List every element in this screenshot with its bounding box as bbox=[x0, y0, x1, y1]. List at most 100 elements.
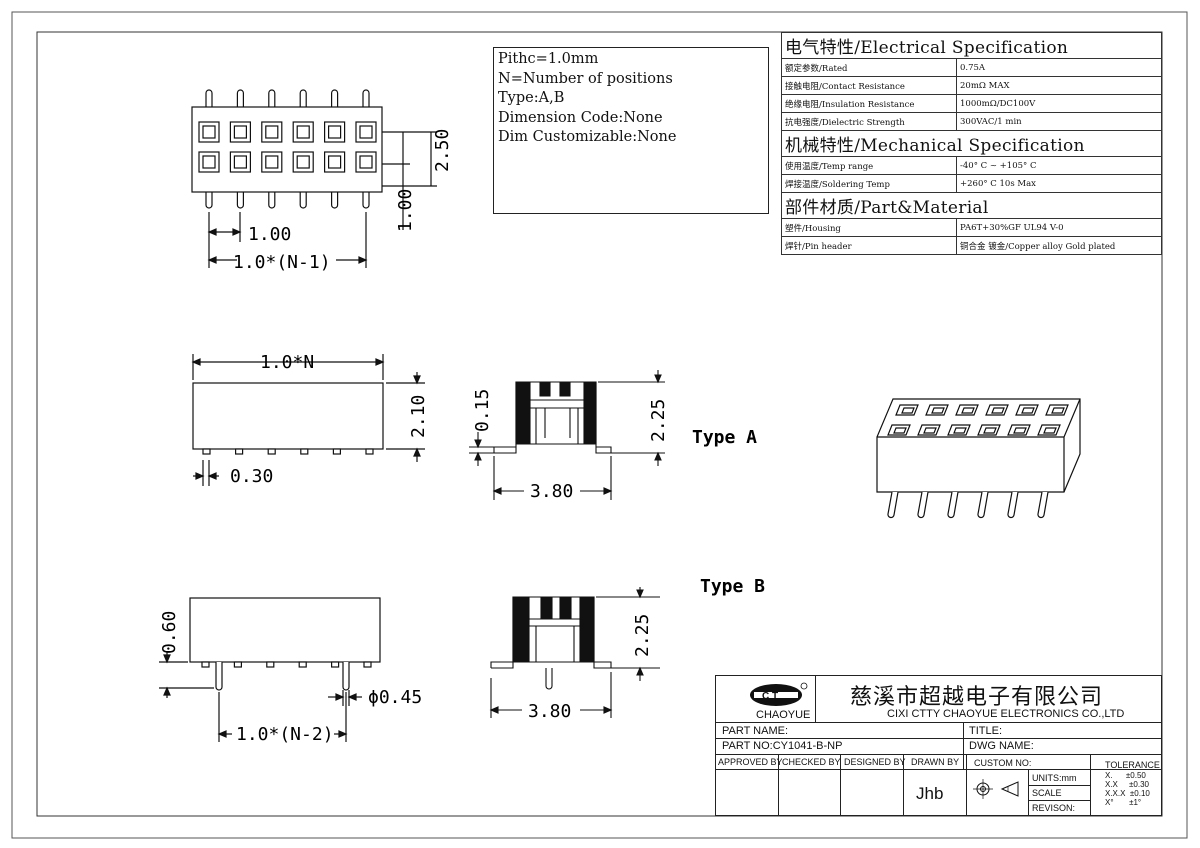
spec-value: 20mΩ MAX bbox=[956, 76, 1162, 95]
note-line: N=Number of positions bbox=[498, 70, 673, 87]
material-title: 部件材质/Part&Material bbox=[781, 192, 1162, 219]
outer-frame bbox=[11, 11, 1188, 839]
pin-foot bbox=[298, 661, 307, 668]
notes-box: Pithc=1.0mm N=Number of positions Type:A… bbox=[493, 47, 769, 214]
dim-a-width: 3.80 bbox=[530, 481, 573, 502]
mechanical-title: 机械特性/Mechanical Specification bbox=[781, 130, 1162, 157]
socket-hole bbox=[261, 121, 283, 143]
approved-by: APPROVED BY bbox=[718, 757, 783, 767]
spec-label: 抗电强度/Dielectric Strength bbox=[781, 112, 957, 131]
iso-hole-inner bbox=[1043, 427, 1057, 434]
front-view-b bbox=[159, 597, 381, 742]
socket-hole-inner bbox=[359, 155, 373, 169]
pin-top bbox=[362, 89, 370, 107]
socket-hole bbox=[198, 121, 220, 143]
inner-frame bbox=[36, 31, 1163, 817]
iso-hole-inner bbox=[1013, 427, 1027, 434]
note-line: Dimension Code:None bbox=[498, 109, 663, 126]
pin-top bbox=[236, 89, 244, 107]
part-no: PART NO:CY1041-B-NP bbox=[722, 740, 843, 752]
socket-hole bbox=[292, 151, 314, 173]
dim-b-width: 3.80 bbox=[528, 701, 571, 722]
dim-a-side-height: 2.25 bbox=[648, 399, 669, 442]
designed-by: DESIGNED BY bbox=[844, 757, 906, 767]
dim-b-side-height: 2.25 bbox=[632, 614, 653, 657]
pin-bottom bbox=[299, 192, 307, 209]
iso-pin bbox=[977, 491, 989, 519]
spec-label: 塑件/Housing bbox=[781, 218, 957, 237]
spec-value: 300VAC/1 min bbox=[956, 112, 1162, 131]
iso-pin bbox=[1037, 491, 1049, 519]
socket-hole-inner bbox=[233, 155, 247, 169]
socket-hole-inner bbox=[328, 155, 342, 169]
checked-by: CHECKED BY bbox=[782, 757, 841, 767]
units: UNITS:mm bbox=[1032, 773, 1077, 783]
dim-a-standoff: 0.15 bbox=[472, 389, 493, 432]
pin-foot bbox=[300, 448, 309, 455]
electrical-title: 电气特性/Electrical Specification bbox=[781, 32, 1162, 59]
dwg-name-label: DWG NAME: bbox=[969, 740, 1034, 752]
pin-foot bbox=[266, 661, 275, 668]
spec-value: 0.75A bbox=[956, 58, 1162, 77]
socket-hole-inner bbox=[296, 155, 310, 169]
iso-hole-inner bbox=[961, 407, 975, 414]
tolerance-line: X.X.X ±0.10 bbox=[1105, 789, 1150, 798]
pin-foot bbox=[202, 448, 211, 455]
scale: SCALE bbox=[1032, 788, 1062, 798]
spec-table: 电气特性/Electrical Specification 额定参数/Rated… bbox=[781, 32, 1162, 255]
pin-foot bbox=[331, 661, 340, 668]
iso-hole-inner bbox=[893, 427, 907, 434]
iso-hole-inner bbox=[953, 427, 967, 434]
side-view-b bbox=[489, 587, 660, 718]
pin-bottom bbox=[236, 192, 244, 209]
socket-hole-inner bbox=[202, 155, 216, 169]
iso-hole-inner bbox=[901, 407, 915, 414]
pin-foot bbox=[365, 448, 374, 455]
pin-foot bbox=[267, 448, 276, 455]
dim-b-post-dia: ϕ0.45 bbox=[368, 687, 422, 708]
pin-top bbox=[299, 89, 307, 107]
pin-bottom bbox=[362, 192, 370, 209]
drawn-by: DRAWN BY bbox=[911, 757, 960, 767]
chaoyue-logo-icon: C T bbox=[750, 682, 808, 706]
spec-value: 铜合金 镀金/Copper alloy Gold plated bbox=[956, 236, 1162, 255]
pin-top bbox=[331, 89, 339, 107]
spec-value: 1000mΩ/DC100V bbox=[956, 94, 1162, 113]
isometric-view bbox=[876, 398, 1081, 519]
socket-hole bbox=[198, 151, 220, 173]
socket-hole bbox=[324, 121, 346, 143]
tolerance-line: X. ±0.50 bbox=[1105, 771, 1146, 780]
socket-hole-inner bbox=[265, 155, 279, 169]
pin-bottom bbox=[268, 192, 276, 209]
socket-hole bbox=[324, 151, 346, 173]
socket-hole-inner bbox=[265, 125, 279, 139]
spec-label: 焊针/Pin header bbox=[781, 236, 957, 255]
type-b-label: Type B bbox=[700, 576, 765, 597]
side-view-a bbox=[469, 370, 665, 500]
iso-pin bbox=[1007, 491, 1019, 519]
drawn-by-value: Jhb bbox=[916, 784, 944, 803]
iso-pin bbox=[917, 491, 929, 519]
note-line: Type:A,B bbox=[498, 90, 565, 106]
part-name-label: PART NAME: bbox=[722, 725, 789, 737]
company-en: CIXI CTTY CHAOYUE ELECTRONICS CO.,LTD bbox=[887, 708, 1125, 720]
socket-hole-inner bbox=[328, 125, 342, 139]
socket-hole bbox=[261, 151, 283, 173]
spec-label: 使用温度/Temp range bbox=[781, 156, 957, 175]
company-cn: 慈溪市超越电子有限公司 bbox=[850, 684, 1104, 709]
note-line: Pithc=1.0mm bbox=[498, 51, 599, 67]
iso-pin bbox=[887, 491, 899, 519]
iso-hole-inner bbox=[923, 427, 937, 434]
pin-top bbox=[205, 89, 213, 107]
socket-hole bbox=[229, 121, 251, 143]
tolerance-title: TOLERANCE bbox=[1105, 760, 1160, 770]
iso-hole-inner bbox=[1051, 407, 1065, 414]
spec-label: 额定参数/Rated bbox=[781, 58, 957, 77]
type-a-label: Type A bbox=[692, 427, 757, 448]
title-label: TITLE: bbox=[969, 725, 1003, 737]
spec-value: PA6T+30%GF UL94 V-0 bbox=[956, 218, 1162, 237]
front-view-a bbox=[191, 354, 425, 486]
spec-value: -40° C ~ +105° C bbox=[956, 156, 1162, 175]
